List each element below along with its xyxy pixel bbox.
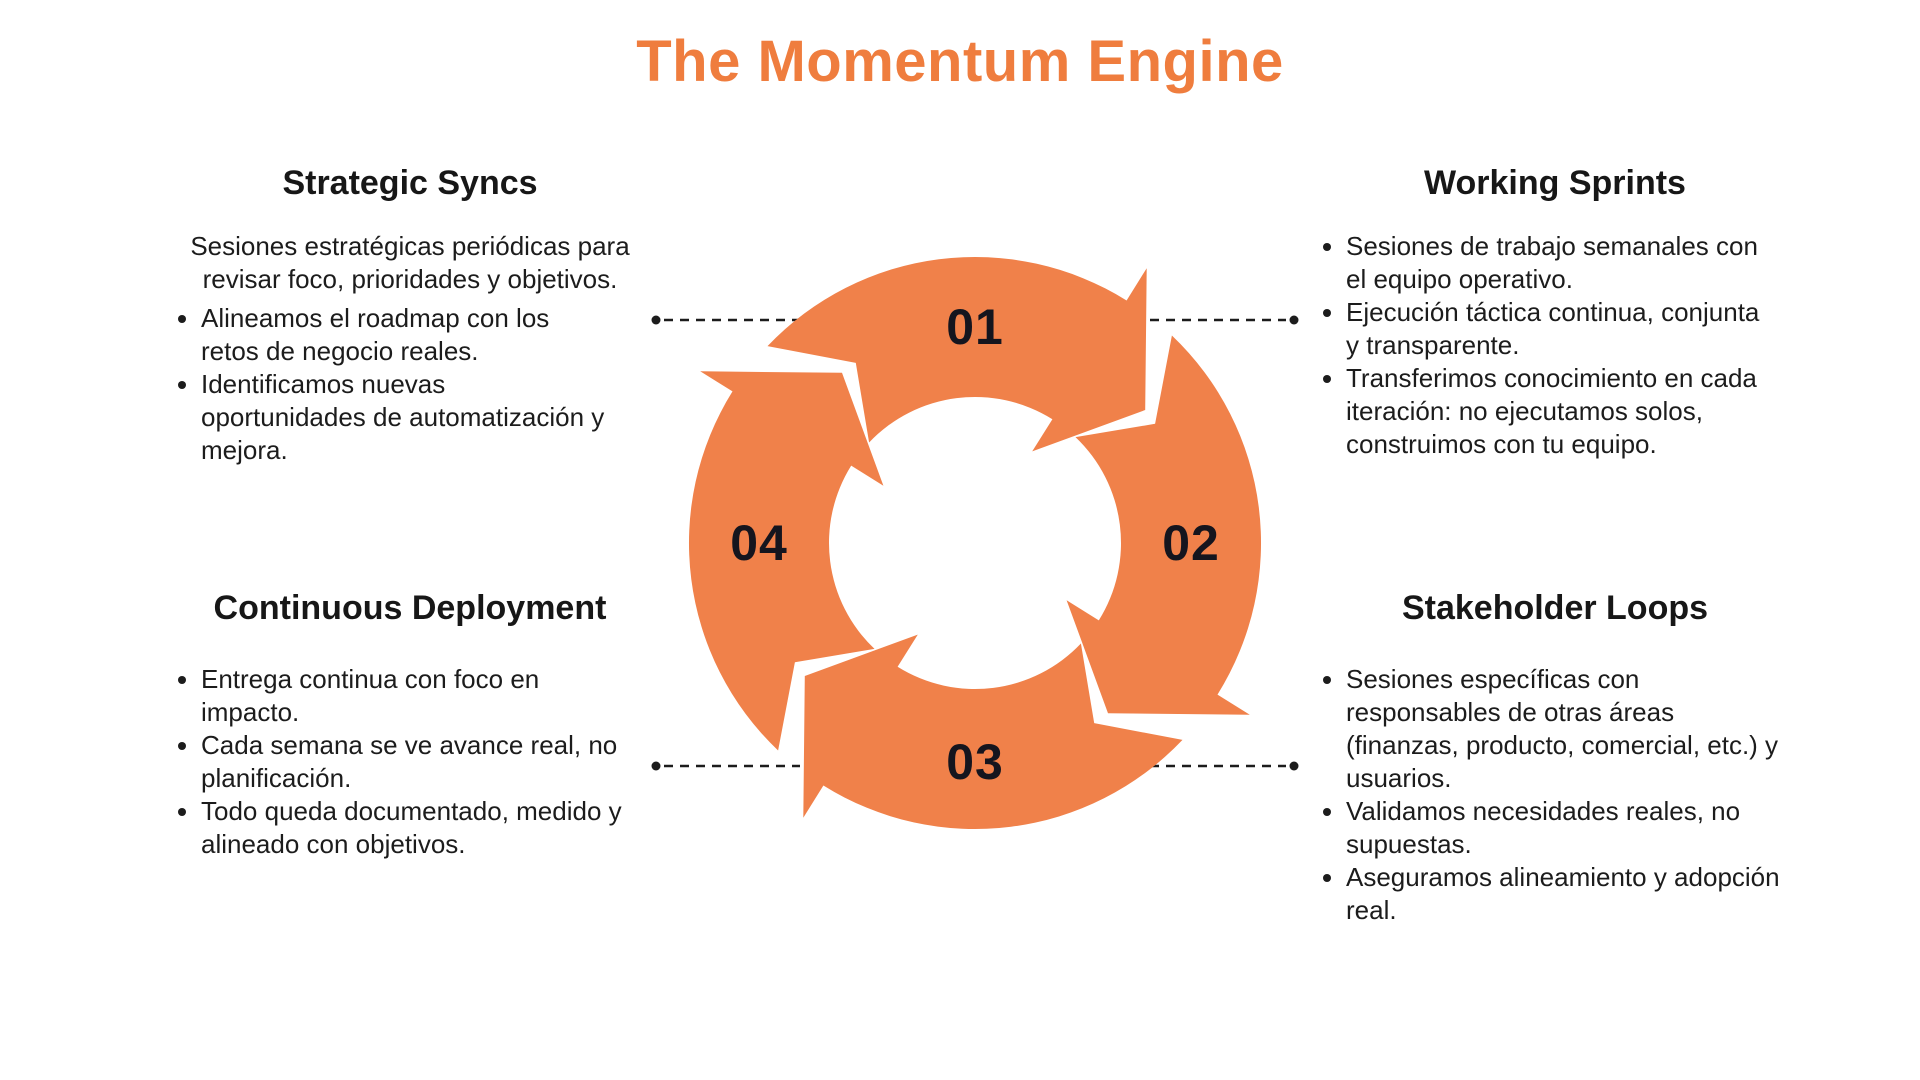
bullet-item: Validamos necesidades reales, no supuest… — [1346, 795, 1791, 861]
section-heading: Strategic Syncs — [282, 164, 538, 202]
bullet-item: Ejecución táctica continua, conjunta y t… — [1346, 296, 1778, 362]
step-number-02: 02 — [1162, 515, 1220, 571]
bullet-item: Sesiones de trabajo semanales con el equ… — [1346, 230, 1778, 296]
step-number-01: 01 — [946, 299, 1004, 355]
bullet-list: Sesiones de trabajo semanales con el equ… — [1300, 230, 1810, 461]
bullet-item: Entrega continua con foco en impacto. — [201, 663, 633, 729]
bullet-list: Alineamos el roadmap con los retos de ne… — [155, 302, 665, 467]
cycle-arrow-segment — [803, 634, 1183, 830]
bullet-item: Todo queda documentado, medido y alinead… — [201, 795, 633, 861]
section-heading: Working Sprints — [1424, 164, 1686, 202]
bullet-item: Transferimos conocimiento en cada iterac… — [1346, 362, 1778, 461]
cycle-arrow-segment — [1066, 335, 1262, 715]
bullet-list: Entrega continua con foco en impacto. Ca… — [155, 663, 665, 861]
bullet-item: Sesiones específicas con responsables de… — [1346, 663, 1791, 795]
section-strategic-syncs: Strategic Syncs Sesiones estratégicas pe… — [155, 163, 665, 467]
bullet-item: Identificamos nuevas oportunidades de au… — [201, 368, 606, 467]
section-continuous-deployment: Continuous Deployment Entrega continua c… — [155, 588, 665, 861]
connector-dot — [651, 315, 661, 325]
section-heading: Stakeholder Loops — [1401, 589, 1709, 627]
step-number-03: 03 — [946, 734, 1004, 790]
section-working-sprints: Working Sprints Sesiones de trabajo sema… — [1300, 163, 1810, 461]
connector-dot — [651, 761, 661, 771]
section-intro: Sesiones estratégicas periódicas para re… — [190, 230, 630, 294]
section-heading: Continuous Deployment — [213, 589, 607, 627]
bullet-list: Sesiones específicas con responsables de… — [1300, 663, 1810, 927]
connector-dot — [1289, 315, 1299, 325]
bullet-item: Cada semana se ve avance real, no planif… — [201, 729, 633, 795]
cycle-arrow-segment — [688, 371, 884, 751]
bullet-item: Aseguramos alineamiento y adopción real. — [1346, 861, 1791, 927]
page-title: The Momentum Engine — [636, 29, 1284, 94]
step-number-04: 04 — [730, 515, 788, 571]
cycle-arrow-segment — [767, 256, 1147, 452]
connector-dot — [1289, 761, 1299, 771]
bullet-item: Alineamos el roadmap con los retos de ne… — [201, 302, 606, 368]
section-stakeholder-loops: Stakeholder Loops Sesiones específicas c… — [1300, 588, 1810, 927]
